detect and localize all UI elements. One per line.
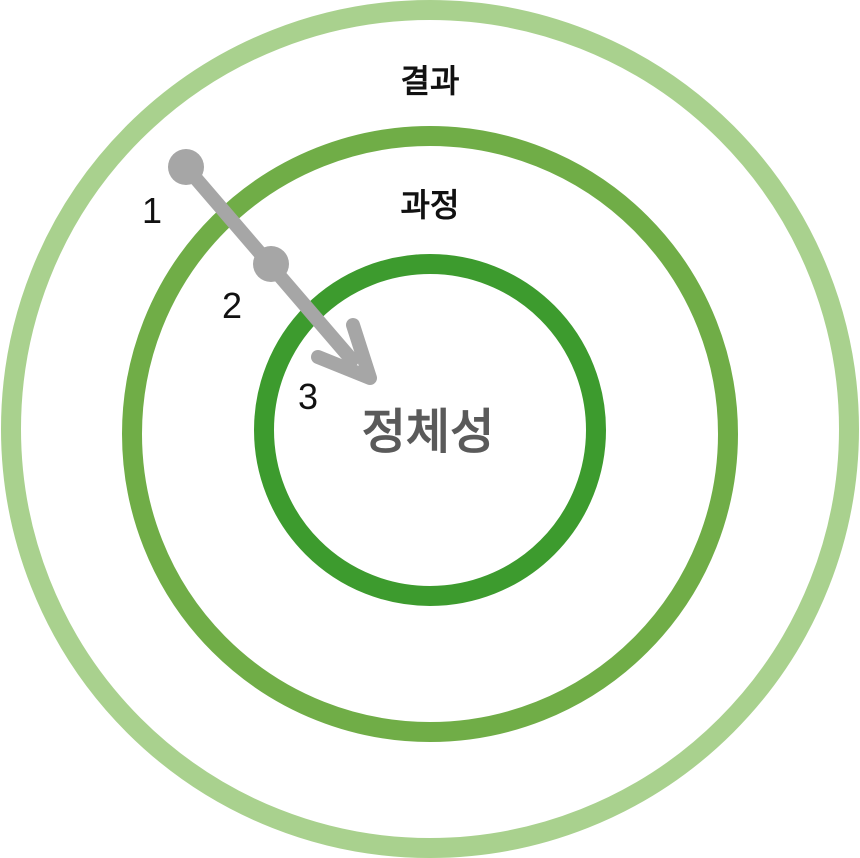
inner-ring (254, 254, 606, 606)
arrow-head (311, 318, 377, 385)
core-label: 정체성 (362, 404, 494, 460)
progression-arrow (168, 149, 377, 385)
middle-ring (122, 126, 738, 742)
step-1-dot (168, 149, 204, 185)
step-2-number: 2 (222, 285, 242, 326)
outer-ring-label: 결과 (401, 62, 460, 100)
step-1-number: 1 (142, 190, 162, 231)
step-3-number: 3 (298, 376, 318, 417)
step-2-dot (253, 246, 289, 282)
middle-ring-label: 과정 (401, 186, 460, 224)
